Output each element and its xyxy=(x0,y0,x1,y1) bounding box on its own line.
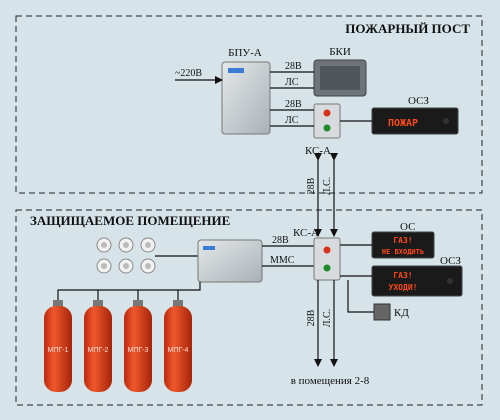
osz-top-display-text: ПОЖАР xyxy=(388,118,418,129)
osz-bottom-panel xyxy=(371,265,463,297)
kd-sensor xyxy=(373,303,391,321)
detector xyxy=(140,258,156,274)
ls-label-2: ЛС xyxy=(285,115,299,126)
cylinder-1-label: МПГ-1 xyxy=(48,347,69,354)
cylinder-2-label: МПГ-2 xyxy=(88,347,109,354)
osz-top-label: ОСЗ xyxy=(408,95,429,107)
ls-label-1: ЛС xyxy=(285,77,299,88)
osz-bottom-display-line2: УХОДИ! xyxy=(389,283,418,292)
footer-destination: в помещения 2-8 xyxy=(291,375,370,387)
detector xyxy=(118,237,134,253)
kd-label: КД xyxy=(394,307,409,319)
osz-top-panel xyxy=(371,107,459,135)
bpu-a-unit xyxy=(221,61,271,135)
detector xyxy=(118,258,134,274)
bki-unit xyxy=(313,59,367,97)
cylinder-3: МПГ-3 xyxy=(124,300,152,392)
smoke-detectors xyxy=(96,237,156,274)
v28-label-3: 28В xyxy=(272,235,289,246)
cylinder-4-label: МПГ-4 xyxy=(168,347,189,354)
v28-label-1: 28В xyxy=(285,61,302,72)
cylinder-bus-line xyxy=(57,282,201,306)
os-display-line2: НЕ ВХОДИТЬ xyxy=(382,248,424,256)
v28-label-2: 28В xyxy=(285,99,302,110)
cylinder-3-label: МПГ-3 xyxy=(128,347,149,354)
osz-bottom-label: ОСЗ xyxy=(440,255,461,267)
trunk-v28-label: 28В xyxy=(306,177,317,194)
protected-room-boundary xyxy=(15,209,483,406)
cylinder-1: МПГ-1 xyxy=(44,300,72,392)
down-ls-label: Л.С. xyxy=(322,309,333,327)
module-unit xyxy=(197,239,263,283)
cylinder-4: МПГ-4 xyxy=(164,300,192,392)
detector xyxy=(140,237,156,253)
ks-kd-line xyxy=(347,280,374,313)
fire-post-title: ПОЖАРНЫЙ ПОСТ xyxy=(345,21,470,36)
detector xyxy=(96,237,112,253)
protected-room-title: ЗАЩИЩАЕМОЕ ПОМЕЩЕНИЕ xyxy=(30,213,230,228)
bki-label: БКИ xyxy=(329,46,351,58)
mms-label: ММС xyxy=(270,255,295,266)
fire-post-boundary xyxy=(15,15,483,194)
ks-a-bottom-label: КС-А xyxy=(293,227,319,239)
cylinder-2: МПГ-2 xyxy=(84,300,112,392)
ks-a-top-unit xyxy=(313,103,341,139)
ks-a-top-label: КС-А xyxy=(305,145,331,157)
osz-bottom-display-line1: ГАЗ! xyxy=(393,271,412,280)
os-label: ОС xyxy=(400,221,415,233)
detector xyxy=(96,258,112,274)
down-v28-label: 28В xyxy=(306,309,317,326)
power-label: ~220В xyxy=(175,68,202,79)
bpu-a-label: БПУ-А xyxy=(228,47,262,59)
os-display-line1: ГАЗ! xyxy=(393,236,412,245)
ks-a-bottom-unit xyxy=(313,237,341,281)
trunk-ls-label: Л.С. xyxy=(322,177,333,195)
